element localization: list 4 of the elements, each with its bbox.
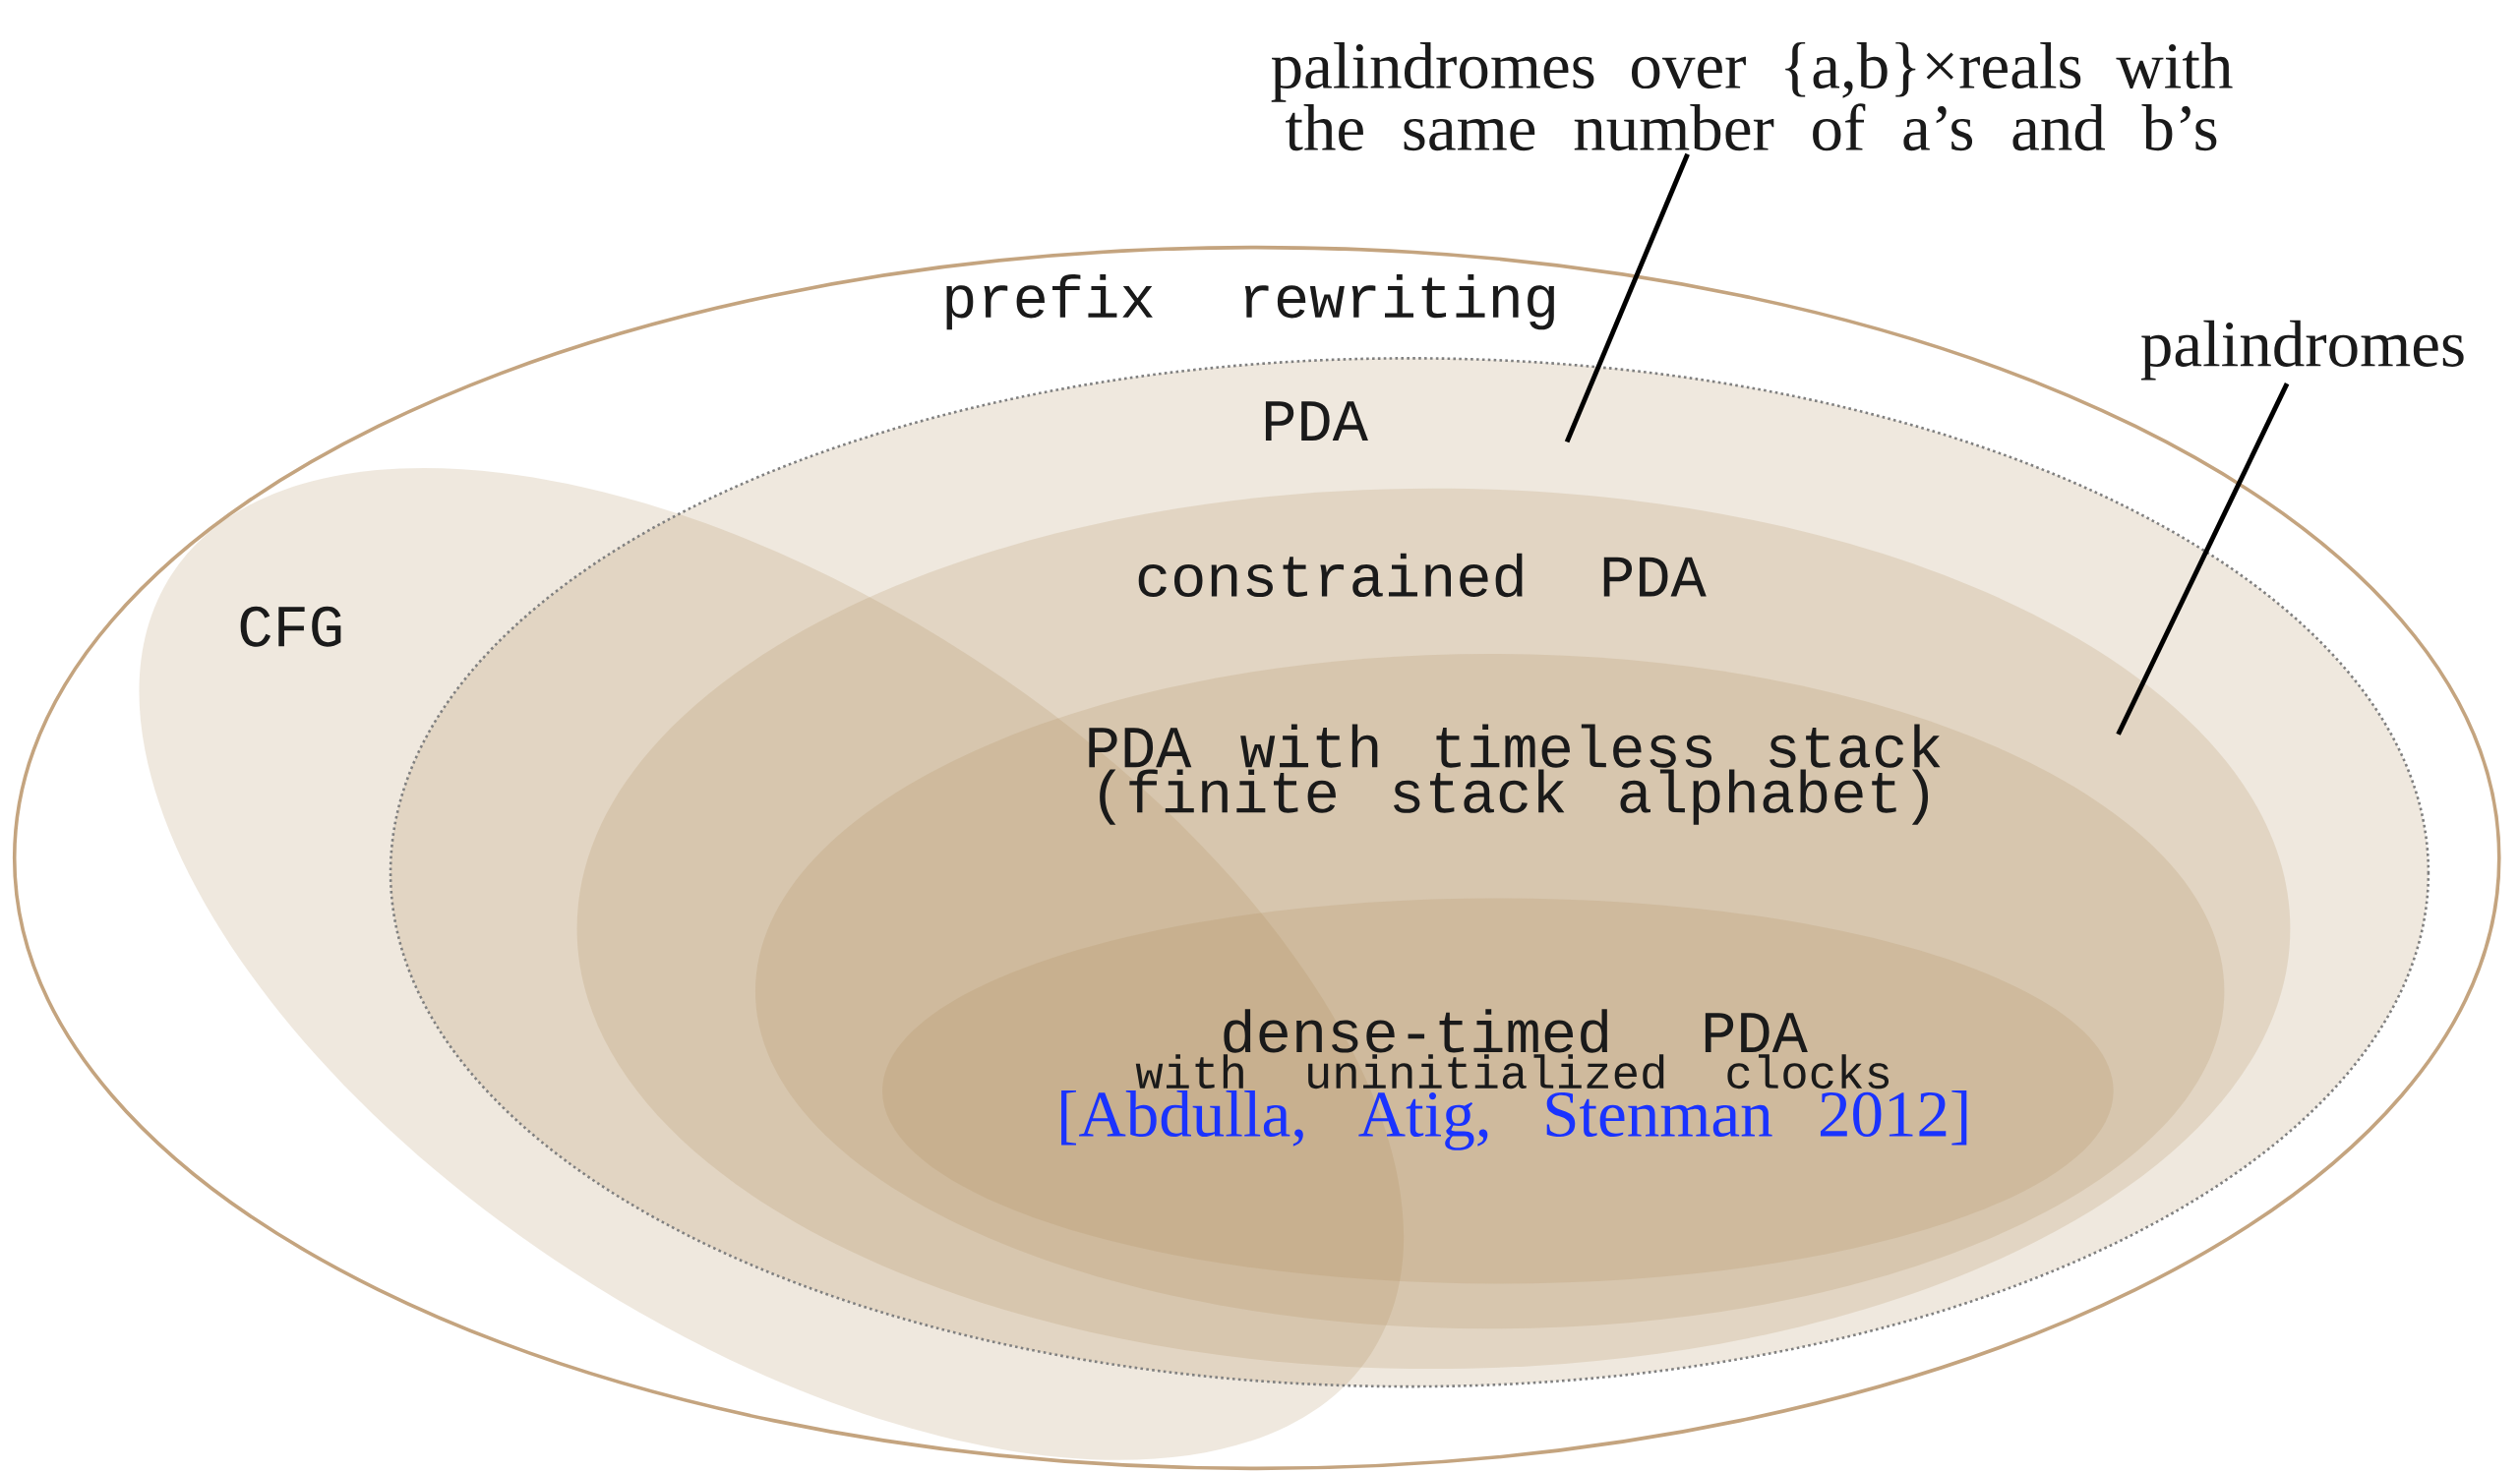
ellipse-region: dense-timed PDA with uninitialized clocks [Abdulla, Atig, Stenman 2012] (882, 898, 2114, 1284)
leader-line (2116, 383, 2290, 736)
leader-line (1564, 152, 1690, 443)
annotation-text: palindromes over {a,b}×reals with the same number of a’s and b’s (1271, 42, 2233, 151)
